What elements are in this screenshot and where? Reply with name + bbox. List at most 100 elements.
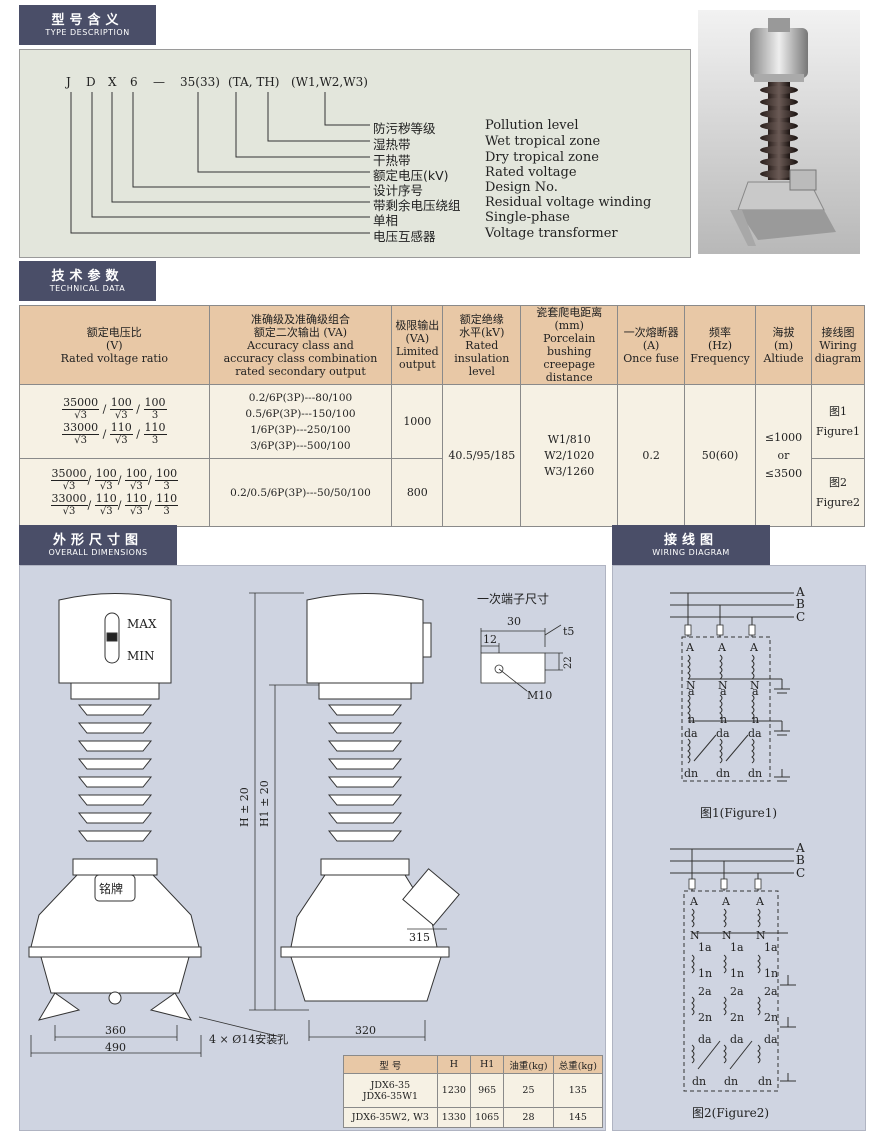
col-header-fuse: 一次熔断器 (A) Once fuse [617, 305, 686, 385]
legend-en: Rated voltage [485, 165, 577, 180]
terminal-label: 1n [764, 967, 778, 980]
dim-cell: JDX6-35 JDX6-35W1 [343, 1073, 438, 1108]
header-unit: (V) [106, 338, 123, 352]
wiring-header: 接线图 WIRING DIAGRAM [612, 525, 770, 565]
max-label: MAX [127, 617, 157, 631]
wiring-title-en: WIRING DIAGRAM [652, 548, 730, 557]
type-description-title-en: TYPE DESCRIPTION [45, 28, 130, 37]
dim-col-h1: H1 [470, 1055, 505, 1074]
product-photo [698, 10, 860, 254]
legend-zh: 防污秽等级 [373, 121, 436, 136]
terminal-label: A [689, 895, 699, 908]
header-unit: (Hz) [708, 338, 732, 352]
altitude-value: or [777, 448, 790, 462]
dim-cell: 28 [503, 1107, 554, 1128]
terminal-plate [480, 652, 546, 684]
right-insulator-sheds [327, 704, 403, 842]
terminal-label: 2n [698, 1011, 712, 1024]
legend-zh: 额定电压(kV) [373, 168, 449, 183]
terminal-label: dn [724, 1075, 738, 1088]
dimensions-title-en: OVERALL DIMENSIONS [48, 548, 148, 557]
legend-zh: 设计序号 [373, 183, 424, 198]
creepage-value: W3/1260 [544, 464, 595, 478]
col-header-creepage: 瓷套爬电距离 (mm) Porcelain bushing creepage d… [520, 305, 619, 385]
table-row: JDX6-35W2, W3 1330 1065 28 145 [343, 1107, 604, 1128]
dim-cell: 135 [552, 1073, 604, 1108]
header-zh: 额定二次输出 (VA) [253, 325, 348, 339]
terminal-label: dn [716, 767, 730, 780]
terminal-label: A [717, 641, 727, 654]
model-code-part: (TA, TH) [228, 75, 280, 89]
bus-label-b: B [796, 853, 805, 867]
figure-label-en: Figure1 [815, 424, 860, 438]
header-unit: (mm) [554, 319, 584, 332]
terminal-label: a [752, 685, 759, 698]
terminal-label: N [756, 929, 766, 942]
col-header-insulation: 额定绝缘 水平(kV) Rated insulation level [442, 305, 522, 385]
dim-cell: 965 [470, 1073, 505, 1108]
terminal-label: 2n [730, 1011, 744, 1024]
terminal-label: 2n [764, 1011, 778, 1024]
h1-dim-label: H1 ± 20 [258, 780, 271, 827]
dim-col-model: 型 号 [343, 1055, 438, 1074]
altitude-cell: ≤1000 or ≤3500 [755, 384, 812, 527]
header-en: rated secondary output [235, 364, 366, 378]
header-zh: 额定电压比 [86, 325, 142, 339]
terminal-label: dn [758, 1075, 772, 1088]
table-row: JDX6-35 JDX6-35W1 1230 965 25 135 [343, 1073, 604, 1108]
figure-label-zh: 图2 [828, 475, 847, 489]
header-zh: 频率 [709, 325, 732, 339]
dimension-drawing: MAX MIN 铭牌 H ± 20 H1 ± 20 360 490 320 31… [28, 592, 574, 1057]
dim-315: 315 [409, 931, 430, 944]
col-header-wiring: 接线图 Wiring diagram [810, 305, 866, 385]
dim-cell: 1065 [470, 1107, 505, 1128]
insulation-cell: 40.5/95/185 [442, 384, 522, 527]
header-en: output [398, 358, 436, 371]
terminal-label: n [752, 713, 759, 726]
model-code-leader-lines [70, 92, 370, 234]
legend-en: Dry tropical zone [485, 150, 599, 165]
creepage-value: W2/1020 [544, 448, 595, 462]
terminal-label: da [698, 1033, 712, 1046]
terminal-label: a [720, 685, 727, 698]
header-zh: 瓷套爬电距离 [536, 306, 603, 319]
terminal-label: 1a [730, 941, 744, 954]
terminal-label: 2a [764, 985, 778, 998]
wiring-title-zh: 接线图 [663, 533, 718, 548]
header-en: Porcelain bushing [543, 332, 596, 358]
terminal-label: N [690, 929, 700, 942]
header-zh: 准确级及准确级组合 [250, 312, 350, 326]
header-zh: 极限输出 [395, 319, 440, 332]
legend-en: Single-phase [485, 210, 570, 225]
altitude-value: ≤3500 [764, 466, 803, 480]
model-code-part: X [108, 75, 117, 89]
model-code-part: 35(33) [180, 75, 220, 89]
creepage-cell: W1/810 W2/1020 W3/1260 [520, 384, 619, 527]
terminal-label: 1n [698, 967, 712, 980]
model-code-part: 6 [130, 75, 138, 89]
header-en: Wiring [819, 338, 857, 352]
header-zh: 水平(kV) [459, 325, 505, 339]
header-en: Frequency [690, 351, 750, 365]
terminal-label: 2a [730, 985, 744, 998]
terminal-label: N [718, 679, 728, 692]
header-en: Once fuse [623, 351, 679, 365]
header-en: Limited [395, 345, 439, 358]
header-unit: (m) [773, 338, 793, 352]
limit-cell-row2: 800 [391, 458, 444, 527]
legend-en: Residual voltage winding [485, 195, 652, 210]
terminal-label: 1a [698, 941, 712, 954]
legend-zh: 单相 [373, 213, 399, 228]
legend-zh: 带剩余电压绕组 [373, 198, 461, 213]
terminal-t5: t5 [563, 625, 574, 638]
terminal-label: N [686, 679, 696, 692]
terminal-label: 1a [764, 941, 778, 954]
terminal-label: da [684, 727, 698, 740]
header-en: accuracy class combination [223, 351, 378, 365]
model-code-part: J [66, 75, 71, 89]
technical-data-table: 额定电压比 (V) Rated voltage ratio 准确级及准确级组合 … [19, 305, 866, 527]
creepage-value: W1/810 [547, 432, 591, 446]
